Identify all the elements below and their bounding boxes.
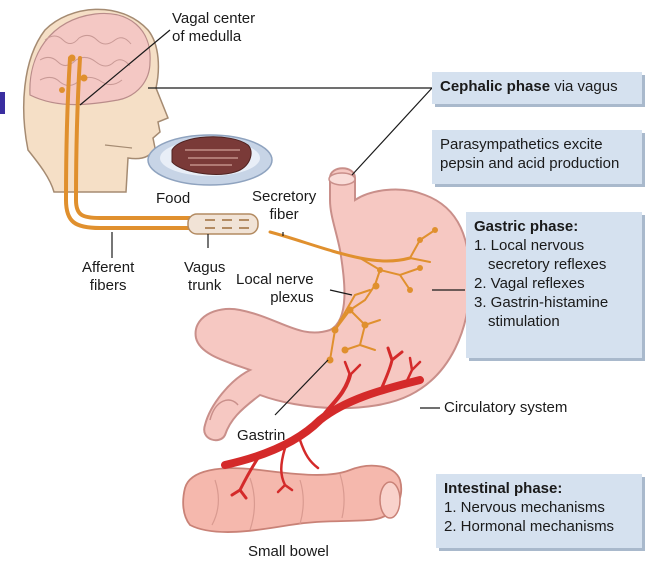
gastric-phase-title: Gastric phase: xyxy=(474,218,579,235)
gastrin-label: Gastrin xyxy=(237,427,286,444)
cephalic-phase-suffix: via vagus xyxy=(550,78,618,95)
food-plate-icon xyxy=(147,134,273,186)
intestinal-phase-title: Intestinal phase: xyxy=(444,480,563,497)
vagus-trunk-label: Vagus trunk xyxy=(184,259,226,294)
small-bowel-icon xyxy=(182,464,403,533)
nerve-nodes xyxy=(59,54,438,364)
head-icon xyxy=(22,8,169,193)
vagus-trunk-icon xyxy=(187,213,259,235)
secretory-fiber-label: Secretory fiber xyxy=(252,188,317,223)
cephalic-phase-box: Cephalic phase via vagus xyxy=(432,72,642,104)
stomach-icon xyxy=(194,167,472,442)
afferent-fibers-label: Afferent fibers xyxy=(82,259,135,294)
small-bowel-label: Small bowel xyxy=(248,543,329,560)
gastric-phase-box: Gastric phase: 1. Local nervous secretor… xyxy=(466,212,642,358)
vagal-center-label: Vagal center of medulla xyxy=(172,10,256,45)
leader-lines xyxy=(79,29,465,416)
slide-accent-bar xyxy=(0,92,5,114)
blood-vessels-icon xyxy=(221,346,424,500)
local-nerve-plexus-label: Local nerve plexus xyxy=(236,271,314,306)
food-label: Food xyxy=(156,190,191,207)
parasympathetics-box: Parasympathetics excite pepsin and acid … xyxy=(432,130,642,184)
circulatory-system-label: Circulatory system xyxy=(444,399,568,416)
intestinal-phase-box: Intestinal phase: 1. Nervous mechanisms … xyxy=(436,474,642,548)
cephalic-phase-title: Cephalic phase xyxy=(440,78,551,95)
